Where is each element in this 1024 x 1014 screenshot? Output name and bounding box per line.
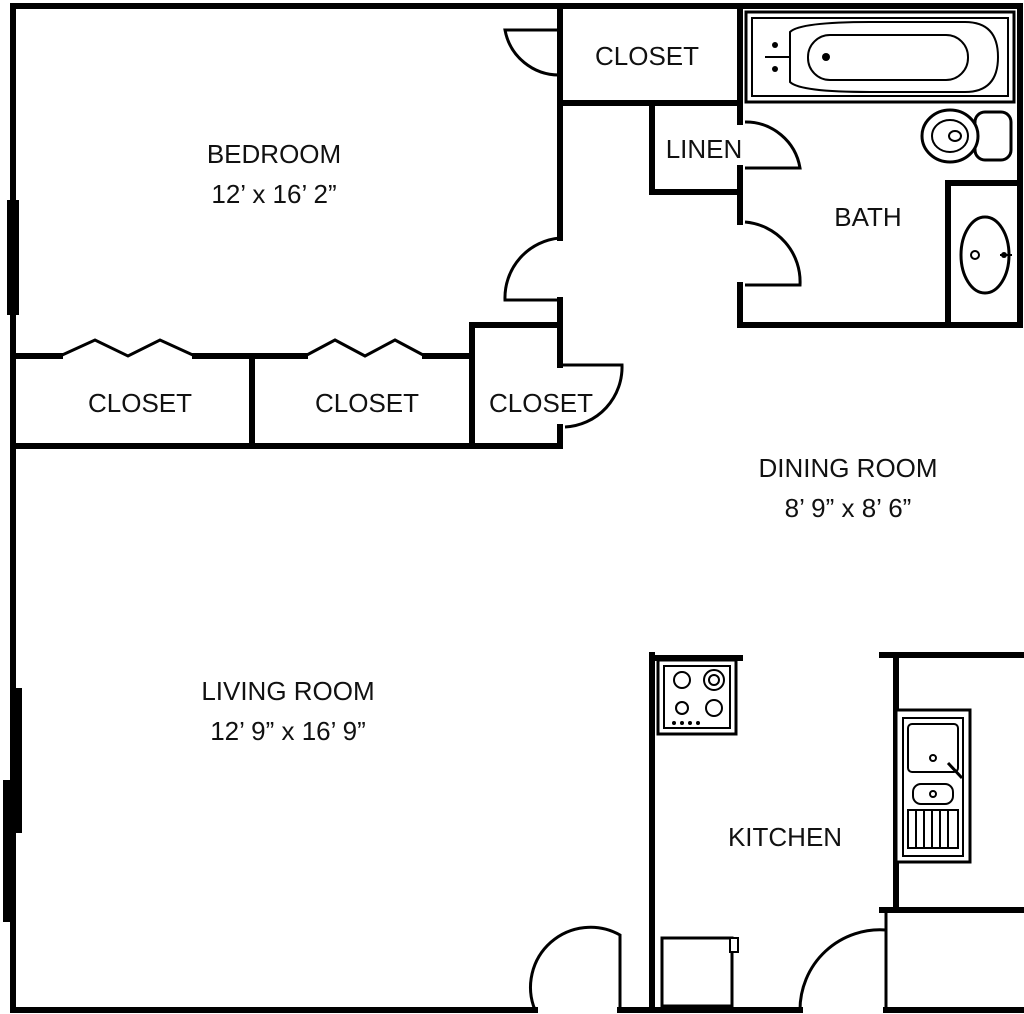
exterior-walls [10, 3, 1024, 1013]
dishwasher-icon [660, 936, 739, 1008]
bath-label: BATH [834, 202, 901, 232]
dining-room-size: 8’ 9” x 8’ 6” [785, 493, 912, 523]
kitchen-label: KITCHEN [728, 822, 842, 852]
door-bath [744, 220, 802, 287]
linen-label: LINEN [666, 134, 743, 164]
living-room-name: LIVING ROOM [201, 676, 374, 706]
bathtub-icon [744, 10, 1016, 104]
door-top-closet [503, 28, 561, 77]
closet-middle-label: CLOSET [315, 388, 419, 418]
bedroom-walls [10, 3, 743, 449]
living-room-size: 12’ 9” x 16’ 9” [210, 716, 366, 746]
door-kitchen-rear [798, 928, 888, 1011]
kitchen-sink-icon [894, 708, 972, 864]
dining-room-name: DINING ROOM [758, 453, 937, 483]
stove-icon [656, 658, 738, 736]
window-living-lower [3, 780, 13, 922]
bedroom-size: 12’ x 16’ 2” [211, 179, 336, 209]
outer-wall [10, 3, 563, 1013]
windows [3, 200, 22, 922]
door-linen [744, 120, 802, 170]
sink-icon [959, 215, 1012, 295]
window-living-upper [12, 688, 22, 833]
doors [503, 28, 888, 1011]
closet-right-label: CLOSET [489, 388, 593, 418]
bath-walls [649, 3, 1023, 328]
room-labels: BEDROOM 12’ x 16’ 2” CLOSET LINEN BATH C… [88, 41, 938, 852]
bedroom-name: BEDROOM [207, 139, 341, 169]
door-entry [529, 925, 622, 1011]
toilet-icon [920, 108, 1013, 164]
kitchen-walls [649, 652, 1024, 1013]
door-bedroom [503, 236, 561, 302]
window-bedroom [7, 200, 19, 315]
closet-left-label: CLOSET [88, 388, 192, 418]
bedroom-closet-label: CLOSET [595, 41, 699, 71]
door-right-closet [560, 363, 624, 429]
